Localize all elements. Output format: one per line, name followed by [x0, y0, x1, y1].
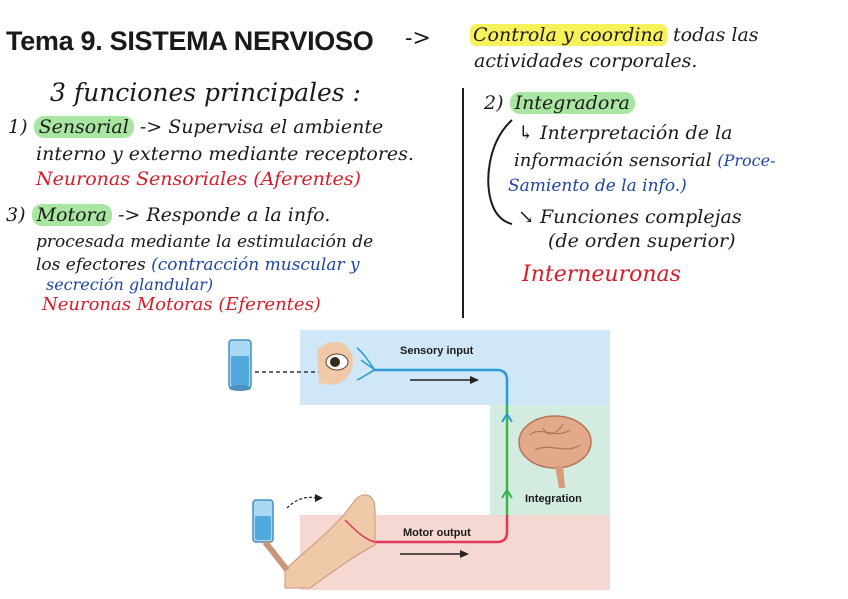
function-integradora-number: 2) [484, 92, 504, 114]
function-integradora-name: Integradora [509, 92, 635, 114]
function-sensorial-name: Sensorial [33, 116, 134, 138]
arm-holding-glass-icon [252, 494, 376, 589]
function-integradora-desc-4: (de orden superior) [548, 230, 736, 252]
function-sensorial-line-1: 1) Sensorial -> Supervisa el ambiente [8, 116, 383, 138]
function-motora-line-1: 3) Motora -> Responde a la info. [6, 204, 330, 226]
function-sensorial-desc-2: interno y externo mediante receptores. [36, 143, 414, 165]
definition-highlight: Controla y coordina [470, 24, 667, 46]
brain-icon [518, 415, 592, 488]
motor-label: Motor output [403, 527, 471, 539]
function-integradora-desc-2: información sensorial [514, 150, 712, 171]
definition-line-1: Controla y coordina todas las [470, 24, 759, 46]
function-integradora-desc-3: ↘ Funciones complejas [518, 206, 742, 228]
function-motora-number: 3) [6, 204, 26, 226]
sensory-label: Sensory input [400, 345, 474, 357]
function-integradora-neurons: Interneuronas [522, 262, 681, 287]
function-sensorial-desc-1: -> Supervisa el ambiente [139, 116, 384, 138]
function-integradora-blue-b: Samiento de la info.) [508, 176, 687, 196]
figure-svg: Sensory input Integration Motor output [228, 330, 610, 590]
bracket-curve [487, 119, 513, 225]
function-motora-desc-4: secreción glandular) [46, 275, 214, 294]
function-motora-desc-3-blue: (contracción muscular y [151, 255, 360, 275]
function-integradora-desc-1: ↳ Interpretación de la [518, 122, 733, 144]
definition-line-2: actividades corporales. [474, 50, 698, 72]
definition-arrow: -> [405, 26, 431, 51]
function-motora-name: Motora [31, 204, 112, 226]
function-integradora-blue-a: (Proce- [717, 151, 776, 170]
nervous-system-figure: Sensory input Integration Motor output [225, 330, 610, 590]
function-integradora-line-2: información sensorial (Proce- [514, 150, 776, 171]
function-motora-desc-2: procesada mediante la estimulación de [36, 232, 374, 252]
glass-of-water-icon [228, 339, 252, 391]
column-divider [462, 88, 464, 318]
definition-rest: todas las [673, 24, 759, 46]
function-motora-desc-1: -> Responde a la info. [118, 204, 331, 226]
function-motora-desc-3-black: los efectores [36, 255, 146, 275]
function-sensorial-number: 1) [8, 116, 28, 138]
integration-label: Integration [525, 493, 582, 505]
function-integradora-line-1: 2) Integradora [484, 92, 635, 114]
function-sensorial-neurons: Neuronas Sensoriales (Aferentes) [36, 168, 361, 190]
function-motora-neurons: Neuronas Motoras (Eferentes) [42, 294, 321, 315]
eye-icon [317, 341, 353, 385]
function-motora-line-3: los efectores (contracción muscular y [36, 255, 360, 275]
intro-text: 3 funciones principales : [50, 78, 361, 107]
page-title: Tema 9. SISTEMA NERVIOSO [6, 26, 374, 56]
